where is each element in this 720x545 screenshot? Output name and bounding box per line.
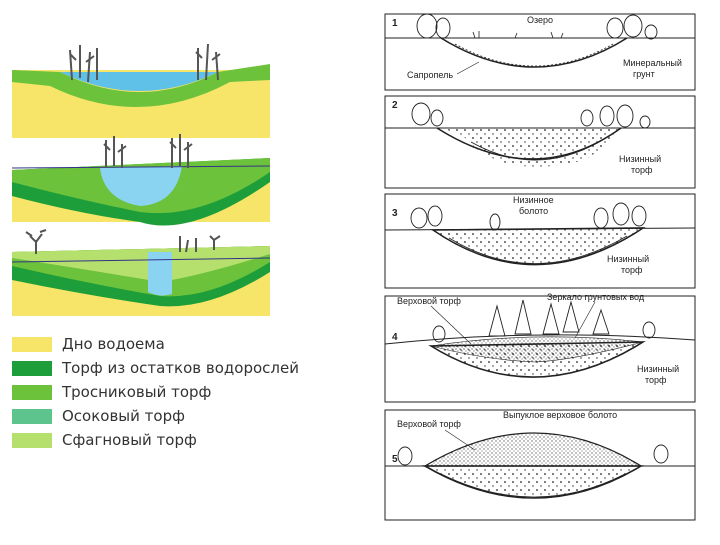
stage-1-label-mineral: Минеральный (623, 58, 682, 68)
stage-5-frame (384, 409, 696, 521)
stage-5-inner-line (440, 473, 626, 498)
colored-sections-svg (11, 43, 271, 316)
section-1-trees (69, 43, 221, 83)
section-3-trees (25, 229, 221, 254)
section-3-top-layer (12, 246, 270, 282)
stage-2-trees (411, 102, 651, 129)
colored-section-1 (12, 43, 270, 138)
section-1-water (60, 72, 218, 91)
stage-1-label-ground: грунт (633, 69, 655, 79)
stages-svg: 1 Озеро Сапропель Минеральный грунт 2 Ни… (384, 13, 696, 521)
legend-label-reed: Тросниковый торф (62, 383, 212, 401)
stage-1-frame (384, 13, 696, 91)
legend-label-algae: Торф из остатков водорослей (62, 359, 299, 377)
stage-3-frame (384, 193, 696, 289)
stage-3-inner-line (448, 235, 628, 264)
stage-4: 4 Верховой торф Зеркало грунтовых вод Ни… (384, 292, 696, 403)
legend-label-bottom: Дно водоема (62, 335, 165, 353)
stage-2-frame (384, 95, 696, 189)
stage-2: 2 Низинный торф (384, 95, 696, 189)
stage-5-pointer (444, 429, 476, 451)
legend-label-sphagnum: Сфагновый торф (62, 431, 197, 449)
stage-1-sapropel (454, 43, 614, 67)
stage-1-label-sapropel: Сапропель (407, 70, 453, 80)
legend-label-sedge: Осоковый торф (62, 407, 185, 425)
stage-5-label-raised-peat: Верховой торф (397, 419, 462, 429)
stage-3-label-lowland: Низинный (607, 254, 649, 264)
stage-5: 5 Верховой торф Выпуклое верховое болото (384, 409, 696, 521)
stage-2-label-peat: торф (631, 165, 653, 175)
legend-swatch-sphagnum (12, 432, 52, 448)
stage-4-number: 4 (392, 332, 398, 343)
stage-5-label-convex-bog: Выпуклое верховое болото (503, 410, 617, 420)
stage-1-basin (440, 37, 628, 68)
stage-4-label-lowland: Низинный (637, 364, 679, 374)
section-3-water-line (11, 257, 271, 263)
stage-4-trees (432, 299, 656, 343)
section-2-trees (103, 134, 193, 168)
stage-2-peat (437, 128, 621, 167)
legend-row: Тросниковый торф (12, 380, 299, 404)
stage-3-label-peat: торф (621, 265, 643, 275)
stage-3-label-lowland-bog: Низинное (513, 195, 554, 205)
stage-3-label-bog: болото (519, 206, 548, 216)
stage-1: 1 Озеро Сапропель Минеральный грунт (384, 13, 696, 91)
stage-1-trees (416, 13, 658, 40)
stage-2-inner-line (470, 141, 600, 161)
stage-4-label-groundwater: Зеркало грунтовых вод (547, 292, 645, 302)
stage-3-number: 3 (392, 208, 398, 219)
stage-5-number: 5 (392, 454, 398, 465)
stage-1-pointer (456, 61, 480, 75)
legend-swatch-sedge (12, 408, 52, 424)
stage-4-pointer-right (574, 301, 596, 339)
colored-section-3 (11, 229, 271, 316)
legend-swatch-reed (12, 384, 52, 400)
stage-2-number: 2 (392, 100, 398, 111)
stage-5-dome (422, 432, 644, 467)
stage-5-basin (422, 465, 644, 499)
stage-4-surface (384, 334, 696, 345)
legend-row: Дно водоема (12, 332, 299, 356)
stage-3-trees (410, 202, 647, 231)
stage-3: 3 Низинное болото Низинный торф (384, 193, 696, 289)
stage-4-pointer-left (430, 305, 472, 345)
stage-1-label-lake: Озеро (527, 15, 553, 25)
stage-1-reeds (472, 31, 564, 39)
colored-sections-panel: Дно водоема Торф из остатков водорослей … (0, 0, 300, 540)
stage-4-raised-peat (430, 336, 644, 363)
section-1-green-slope (12, 64, 270, 108)
stage-4-frame (384, 295, 696, 403)
section-3-water (148, 252, 172, 296)
legend: Дно водоема Торф из остатков водорослей … (12, 332, 299, 452)
stage-4-label-raised-peat: Верховой торф (397, 296, 462, 306)
colored-section-2 (11, 134, 271, 226)
section-2-water (100, 166, 182, 206)
stage-1-number: 1 (392, 18, 398, 29)
legend-row: Сфагновый торф (12, 428, 299, 452)
legend-swatch-algae (12, 360, 52, 376)
legend-swatch-bottom (12, 336, 52, 352)
legend-row: Осоковый торф (12, 404, 299, 428)
stage-5-trees (397, 444, 669, 466)
stage-2-label-lowland: Низинный (619, 154, 661, 164)
stages-panel: 1 Озеро Сапропель Минеральный грунт 2 Ни… (375, 0, 720, 540)
section-2-water-line (11, 165, 271, 169)
legend-row: Торф из остатков водорослей (12, 356, 299, 380)
stage-4-label-peat: торф (645, 375, 667, 385)
stage-2-basin (436, 127, 622, 160)
